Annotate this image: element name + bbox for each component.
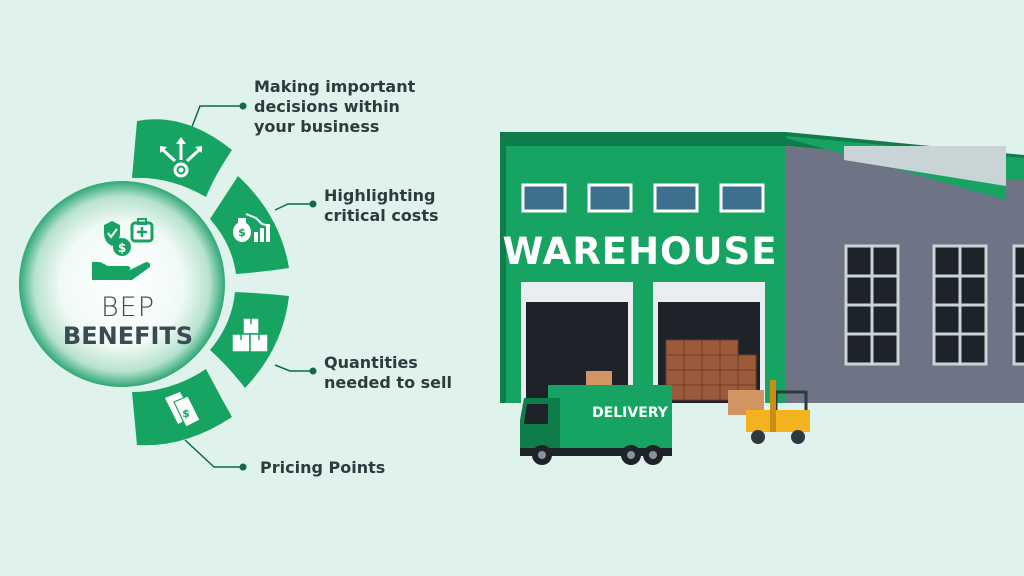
connector-dots [239,102,317,471]
truck-sign: DELIVERY [592,405,669,421]
warehouse-top-windows [521,183,765,213]
connector-3 [274,364,313,372]
forklift [728,380,810,444]
delivery-truck: DELIVERY [520,371,672,465]
benefit-label-quantities: Quantities needed to sell [324,353,452,392]
center-circle [19,181,225,387]
warehouse-roof [500,132,1024,168]
price-tags-icon: $ [165,392,201,428]
connector-2 [274,203,313,211]
connector-4 [184,439,243,468]
benefit-label-decisions: Making important decisions within your b… [254,77,416,136]
warehouse-sign: WAREHOUSE [503,230,778,273]
cardboard-boxes [665,339,757,401]
svg-text:$: $ [182,407,190,420]
segment-2 [210,176,289,274]
center-title-line2: BENEFITS [62,322,194,350]
svg-text:$: $ [118,241,126,255]
boxes-icon [231,317,269,353]
svg-text:$: $ [238,226,246,239]
warehouse-side-right-bar [500,146,506,403]
arrows-gear-icon [160,137,202,178]
money-bag-chart-icon: $ [233,213,271,242]
benefits-hand-icon: $ [92,218,154,280]
center-title-line1: BEP [100,292,156,323]
benefit-label-costs: Highlighting critical costs [324,186,439,225]
warehouse-illustration: WAREHOUSE [500,132,1024,403]
benefit-label-pricing: Pricing Points [260,458,386,477]
